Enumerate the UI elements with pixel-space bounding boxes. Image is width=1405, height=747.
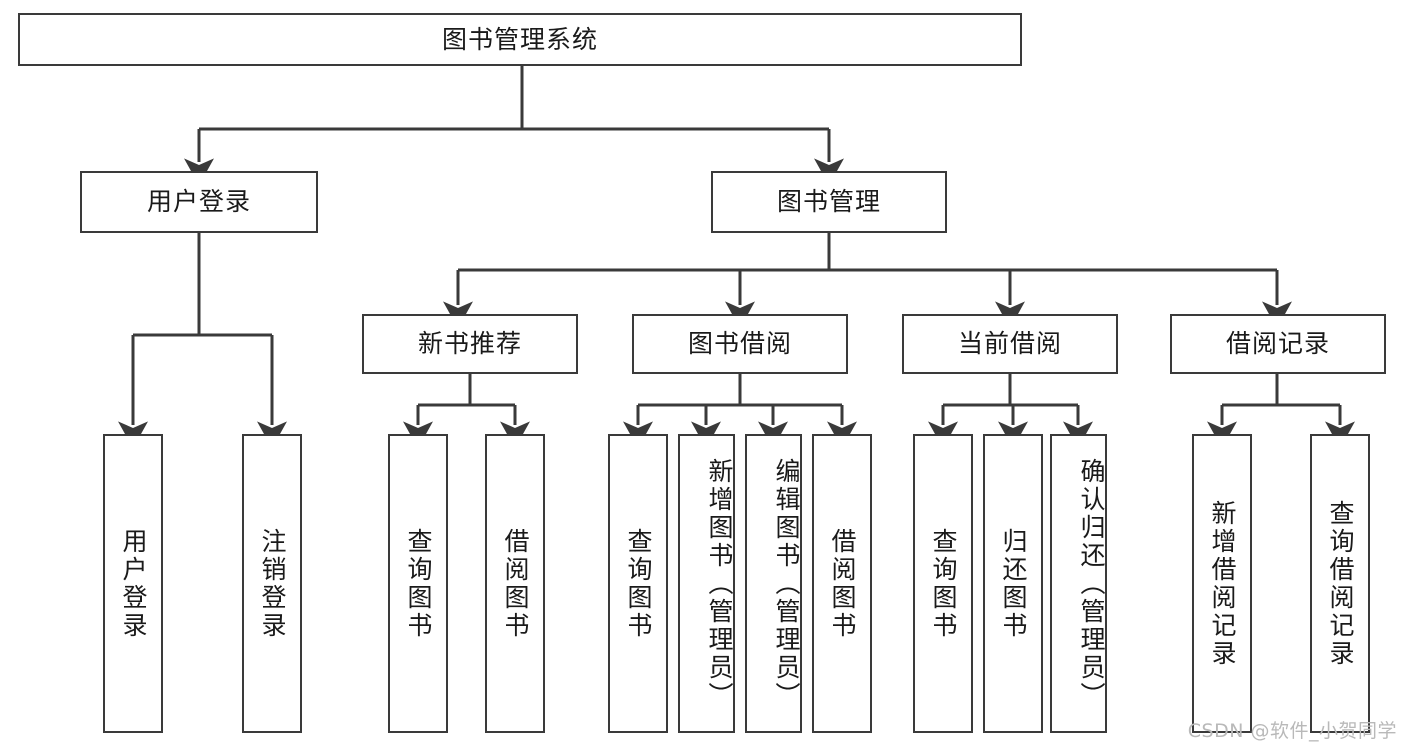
node-label: 查询图书: [929, 527, 958, 640]
node-current-borrow[interactable]: 当前借阅: [902, 314, 1118, 374]
node-label: 图书管理: [776, 187, 881, 216]
node-leaf-edit-book-admin[interactable]: 编辑图书（管理员）: [745, 434, 802, 733]
node-new-book-recommend[interactable]: 新书推荐: [362, 314, 578, 374]
node-leaf-add-book-admin[interactable]: 新增图书（管理员）: [678, 434, 735, 733]
node-user-login[interactable]: 用户登录: [80, 171, 318, 233]
node-label: 用户登录: [146, 187, 251, 216]
node-label: 借阅记录: [1225, 329, 1330, 358]
node-label: 图书管理系统: [441, 24, 598, 54]
node-borrow-record[interactable]: 借阅记录: [1170, 314, 1386, 374]
node-leaf-add-borrow-record[interactable]: 新增借阅记录: [1192, 434, 1252, 733]
node-label: 借阅图书: [828, 527, 857, 640]
node-label: 确认归还（管理员）: [1077, 457, 1106, 710]
node-leaf-confirm-return-admin[interactable]: 确认归还（管理员）: [1050, 434, 1107, 733]
node-root[interactable]: 图书管理系统: [18, 13, 1022, 66]
node-label: 编辑图书（管理员）: [772, 457, 801, 710]
node-leaf-query-book-current[interactable]: 查询图书: [913, 434, 973, 733]
node-label: 新增图书（管理员）: [705, 457, 734, 710]
node-leaf-borrow-book[interactable]: 借阅图书: [812, 434, 872, 733]
node-book-management[interactable]: 图书管理: [711, 171, 947, 233]
node-leaf-user-login[interactable]: 用户登录: [103, 434, 163, 733]
node-label: 归还图书: [999, 527, 1028, 640]
node-leaf-borrow-book-recommend[interactable]: 借阅图书: [485, 434, 545, 733]
node-label: 注销登录: [258, 527, 287, 640]
node-label: 借阅图书: [501, 527, 530, 640]
node-label: 查询图书: [404, 527, 433, 640]
node-leaf-query-book-recommend[interactable]: 查询图书: [388, 434, 448, 733]
node-leaf-query-borrow-record[interactable]: 查询借阅记录: [1310, 434, 1370, 733]
node-leaf-query-book-borrow[interactable]: 查询图书: [608, 434, 668, 733]
node-label: 当前借阅: [957, 329, 1062, 358]
connector-lines: [133, 66, 1340, 407]
node-label: 查询图书: [624, 527, 653, 640]
node-leaf-logout-login[interactable]: 注销登录: [242, 434, 302, 733]
node-label: 用户登录: [119, 527, 148, 640]
node-label: 新增借阅记录: [1208, 499, 1237, 668]
node-leaf-return-book[interactable]: 归还图书: [983, 434, 1043, 733]
node-label: 新书推荐: [417, 329, 522, 358]
node-label: 图书借阅: [687, 329, 792, 358]
connector-arrows: [118, 129, 1355, 449]
node-label: 查询借阅记录: [1326, 499, 1355, 668]
node-book-borrow[interactable]: 图书借阅: [632, 314, 848, 374]
